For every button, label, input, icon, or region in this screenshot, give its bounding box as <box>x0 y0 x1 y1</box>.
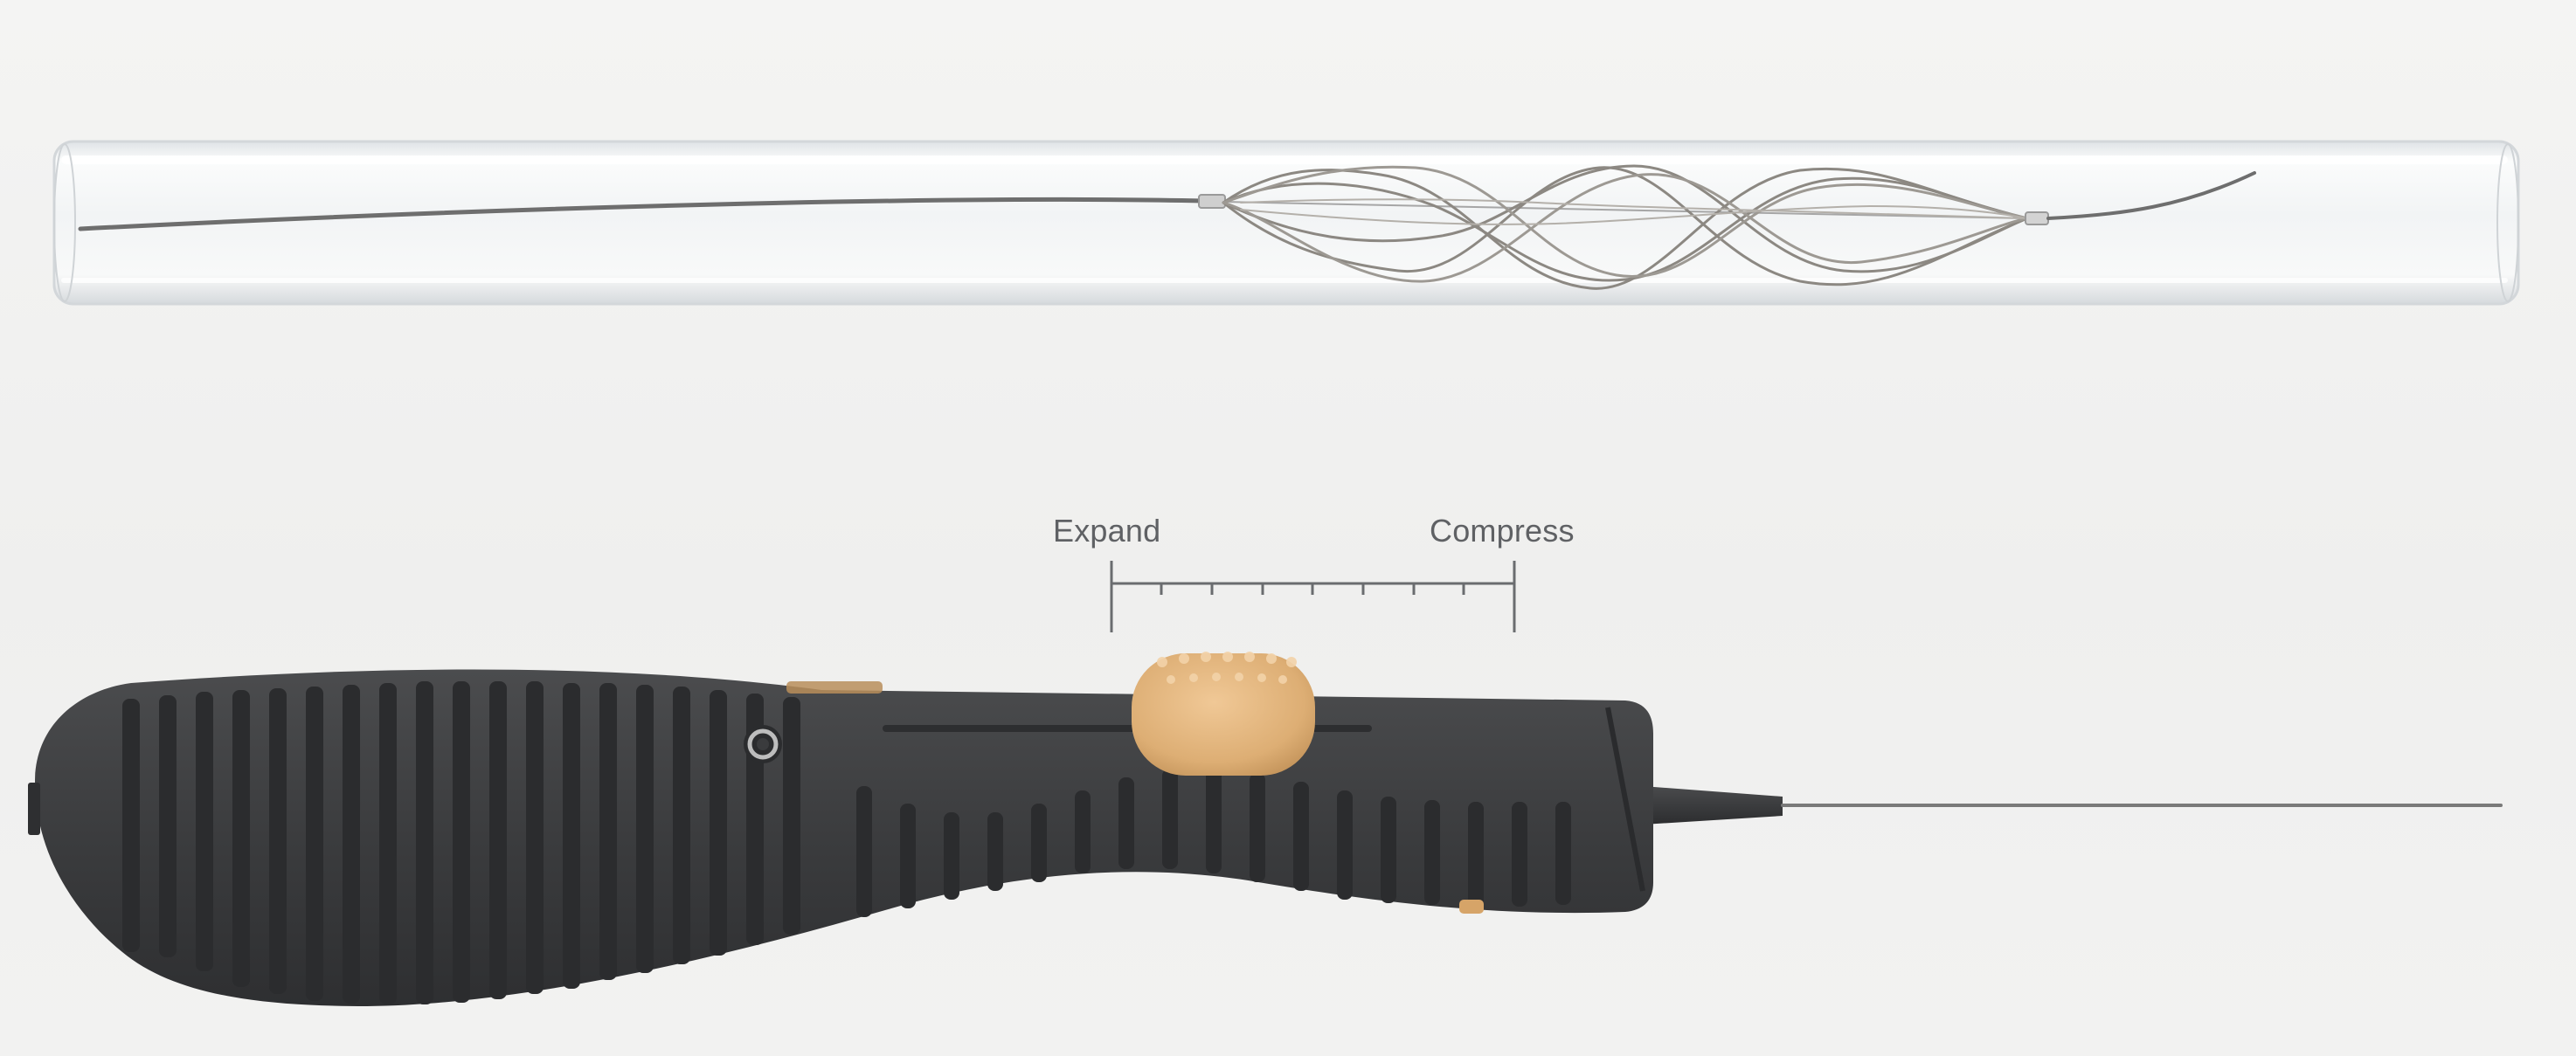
core-wire <box>1222 201 2026 219</box>
glass-tube <box>52 140 2520 306</box>
eyelet-ring-icon <box>744 725 782 763</box>
expansion-scale <box>1110 561 1516 632</box>
expansion-slider-thumb[interactable] <box>1132 652 1315 776</box>
distal-tip-wire <box>2046 171 2256 220</box>
scale-label-expand: Expand <box>1053 513 1161 549</box>
scale-label-compress: Compress <box>1430 513 1575 549</box>
delivery-catheter <box>1643 786 2503 825</box>
distal-marker-band <box>2025 211 2049 225</box>
stent-retriever-mesh <box>1222 164 2029 290</box>
proximal-marker-band <box>1198 194 1226 209</box>
guide-wire <box>78 197 1207 231</box>
lock-indicator <box>1459 900 1484 914</box>
handle-grip-fins <box>122 681 1571 1004</box>
